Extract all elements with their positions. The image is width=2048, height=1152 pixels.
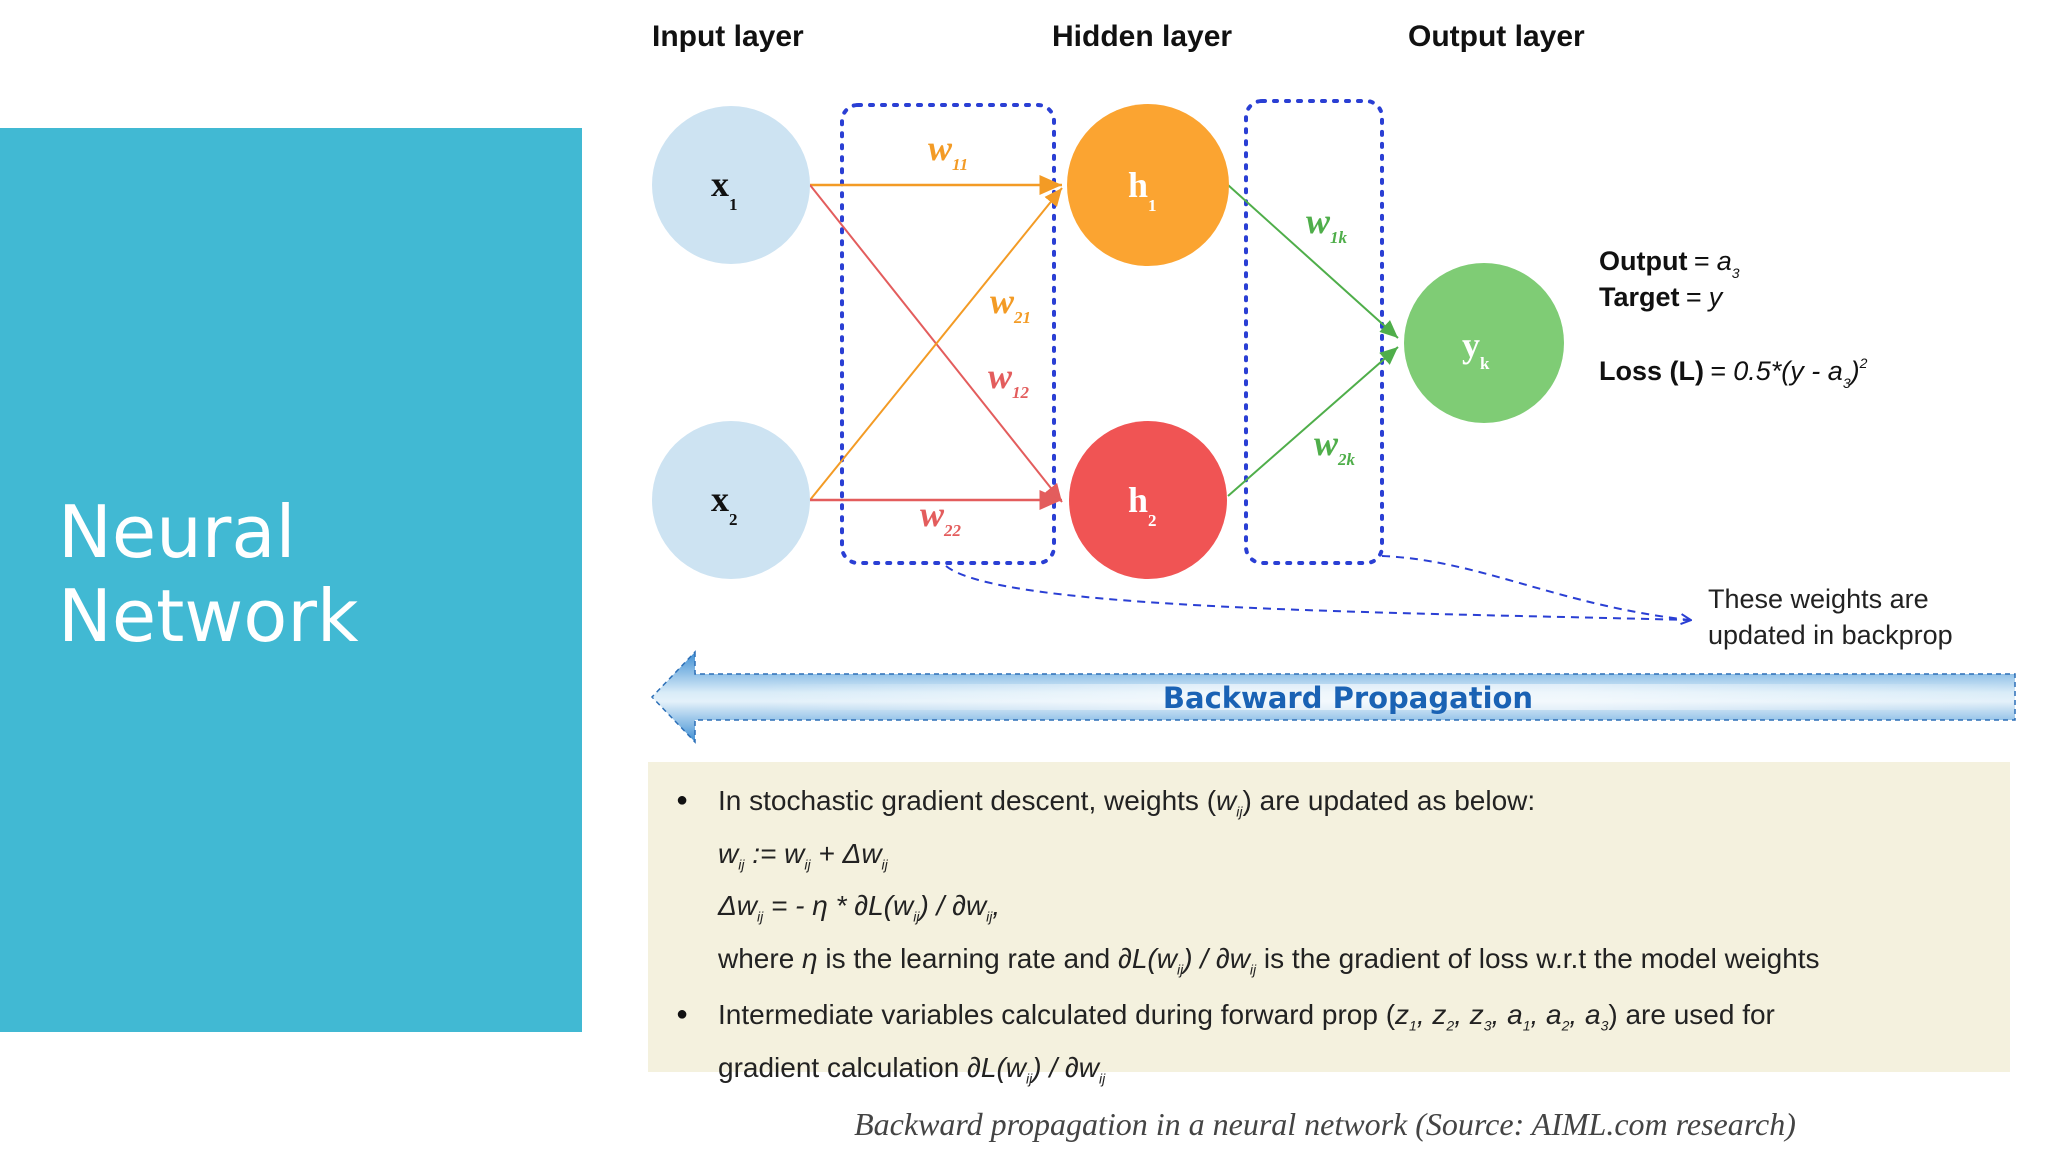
target-equation: Target= y [1599,282,1724,312]
weight-w12-label: w12 [988,356,1030,402]
node-h2 [1069,421,1227,579]
weights-box-hidden-output [1244,99,1384,565]
hidden-layer-label: Hidden layer [1052,20,1232,53]
node-x1-label: x1 [711,164,738,214]
edge-h1-yk [1227,184,1399,339]
node-h1 [1067,104,1229,266]
node-x1 [652,106,810,264]
output-equation: Output= a3 [1599,246,1740,281]
banner-outline [650,650,2016,744]
weight-w21-label: w21 [990,281,1031,327]
node-x2 [652,421,810,579]
weight-w22-label: w22 [920,494,962,540]
input-layer-label: Input layer [652,20,804,53]
node-h2-label: h2 [1128,480,1157,530]
slide-title: Neural Network [58,490,359,658]
edge-x2-h1 [809,187,1063,501]
weight-w2k-label: w2k [1314,423,1356,469]
title-panel [0,128,582,1032]
weight-w11-label: w11 [928,128,968,174]
bullet-sgd-line1: In stochastic gradient descent, weights … [718,785,1536,820]
edge-h2-yk [1227,346,1399,497]
backprop-note-line1: These weights are [1708,584,1929,614]
backprop-pointer-left [945,565,1691,621]
weight-w1k-label: w1k [1306,201,1348,247]
loss-equation: Loss (L)= 0.5*(y - a3)2 [1599,355,1868,391]
banner-highlight [760,684,2010,710]
backprop-pointer-right [1381,555,1690,620]
output-layer-label: Output layer [1408,20,1585,53]
bullet-intermediate-line2: gradient calculation ∂L(wij) / ∂wij [718,1051,1106,1087]
node-yk [1404,263,1564,423]
bullet-intermediate-line1: Intermediate variables calculated during… [718,999,1775,1034]
node-yk-label: yk [1462,325,1490,373]
backward-propagation-label: Backward Propagation [1163,681,1533,715]
backprop-note-line2: updated in backprop [1708,620,1953,650]
learning-rate-explanation: where η is the learning rate and ∂L(wij)… [718,942,1820,978]
weights-box-input-hidden [840,103,1056,565]
slide-title-line2: Network [58,574,359,658]
bullet-intermediate: Intermediate variables calculated during… [676,994,1996,1099]
slide-title-line1: Neural [58,490,296,574]
node-x2-label: x2 [711,479,738,529]
node-h1-label: h1 [1128,165,1157,215]
bullet-sgd: In stochastic gradient descent, weights … [676,780,1996,990]
delta-equation: Δwij = - η * ∂L(wij) / ∂wij, [718,890,1001,925]
update-rules-list: In stochastic gradient descent, weights … [676,780,1996,1100]
figure-caption: Backward propagation in a neural network… [854,1106,1796,1142]
update-equation: wij := wij + Δwij [718,837,888,873]
